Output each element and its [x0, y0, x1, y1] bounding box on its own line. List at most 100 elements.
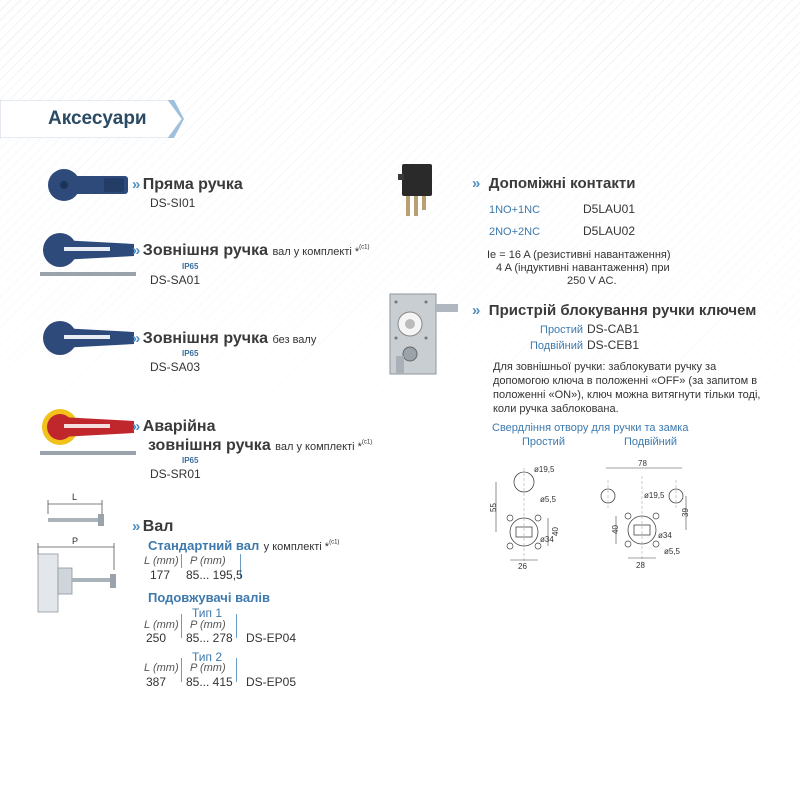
type2-code: DS-EP05	[246, 675, 297, 689]
diagram-p-label: P	[72, 536, 79, 546]
col-l-header: L (mm)	[144, 662, 179, 674]
external-handle-shaft-heading: » Зовнішня ручка вал у комплекті *(c1)	[132, 242, 370, 260]
aux-row-code: D5LAU01	[583, 202, 636, 216]
extensions-title: Подовжувачі валів	[148, 590, 270, 605]
external-handle-shaft-image	[40, 233, 136, 276]
lock-row-code: DS-CAB1	[587, 322, 640, 336]
chevron-right-icon: »	[132, 330, 140, 347]
emergency-handle-heading: » Аварійна	[132, 418, 216, 436]
col-p-header: P (mm)	[190, 662, 226, 674]
chevron-right-icon: »	[132, 176, 140, 193]
drill-title: Свердління отвору для ручки та замка	[492, 422, 689, 434]
type1-label: Тип 1	[192, 606, 223, 620]
aux-rating-2: 4 A (індуктивні навантаження) при	[496, 262, 670, 274]
emergency-handle-image	[40, 409, 136, 455]
standard-shaft-sup: (c1)	[329, 539, 340, 546]
emergency-handle-note: вал у комплекті *	[275, 441, 362, 453]
lock-desc-4: коли ручка заблокована.	[493, 403, 619, 415]
type1-p-value: 85... 278	[186, 631, 233, 645]
aux-heading: » Допоміжні контакти	[472, 175, 635, 193]
divider	[236, 658, 237, 682]
dim-40: 40	[551, 527, 560, 536]
page-title: Аксесуари	[48, 108, 147, 129]
external-handle-shaft-note: вал у комплекті *	[272, 246, 360, 258]
chevron-right-icon: »	[132, 518, 140, 535]
emergency-handle-code: DS-SR01	[150, 467, 201, 481]
lock-row-label: Подвійний	[530, 340, 583, 352]
standard-shaft-title: Стандартний вал	[148, 538, 260, 553]
dim-39: 39	[681, 508, 690, 517]
standard-l-value: 177	[150, 568, 171, 582]
dim-d19: ø19,5	[644, 491, 665, 500]
drill-simple-label: Простий	[522, 436, 565, 448]
aux-row-label: 2NO+2NC	[489, 226, 541, 238]
external-handle-shaft-code: DS-SA01	[150, 273, 201, 287]
divider	[181, 554, 182, 568]
col-p-header: P (mm)	[190, 555, 226, 567]
lock-desc-3: положенні «ON»), ключ можна витягнути ті…	[493, 389, 761, 401]
col-l-header: L (mm)	[144, 555, 179, 567]
external-handle-shaft-sup: (c1)	[359, 244, 370, 251]
emergency-handle-title-1: Аварійна	[142, 418, 216, 435]
shaft-diagram	[37, 500, 116, 613]
lock-device-image	[389, 293, 458, 375]
chevron-right-icon: »	[472, 175, 480, 192]
shaft-title: Вал	[142, 518, 174, 535]
type1-code: DS-EP04	[246, 631, 297, 645]
external-handle-noshaft-code: DS-SA03	[150, 360, 201, 374]
divider	[240, 554, 241, 578]
standard-shaft-heading: Стандартний вал у комплекті *(c1)	[148, 537, 339, 555]
col-p-header: P (mm)	[190, 619, 226, 631]
emergency-handle-title-2: зовнішня ручка	[148, 437, 271, 454]
aux-contact-image	[398, 164, 432, 216]
straight-handle-image	[48, 169, 128, 201]
dim-d19: ø19,5	[534, 465, 555, 474]
dim-d34: ø34	[658, 531, 672, 540]
dim-28: 28	[636, 561, 645, 570]
dim-26: 26	[518, 562, 527, 571]
drill-drawing-double: 78 40 39 28 ø19,5 ø34 ø5,5	[600, 460, 690, 570]
aux-row-label: 1NO+1NC	[489, 204, 541, 216]
aux-rating-1: Ie = 16 A (резистивні навантаження)	[487, 249, 671, 261]
divider	[236, 614, 237, 638]
diagram-l-label: L	[72, 492, 78, 502]
emergency-handle-ip: IP65	[182, 456, 199, 465]
dim-d34: ø34	[540, 535, 554, 544]
chevron-right-icon: »	[132, 242, 140, 259]
col-l-header: L (mm)	[144, 619, 179, 631]
dim-55: 55	[489, 503, 498, 512]
aux-rating-3: 250 V AC.	[567, 275, 617, 287]
emergency-handle-heading-2: зовнішня ручка вал у комплекті *(c1)	[148, 437, 372, 455]
type2-label: Тип 2	[192, 650, 223, 664]
straight-handle-heading: » Пряма ручка	[132, 176, 243, 194]
divider	[181, 658, 182, 682]
dim-40: 40	[611, 525, 620, 534]
dim-d55: ø5,5	[664, 547, 681, 556]
standard-shaft-note: у комплекті *	[263, 541, 330, 553]
type2-p-value: 85... 415	[186, 675, 233, 689]
external-handle-noshaft-image	[43, 321, 134, 355]
lock-title: Пристрій блокування ручки ключем	[488, 302, 757, 319]
external-handle-shaft-ip: IP65	[182, 262, 199, 271]
drill-drawing-simple: 55 40 26 ø19,5 ø5,5 ø34	[489, 465, 560, 571]
external-handle-noshaft-ip: IP65	[182, 349, 199, 358]
lock-row-label: Простий	[540, 324, 583, 336]
aux-title: Допоміжні контакти	[488, 175, 636, 192]
type2-l-value: 387	[146, 675, 167, 689]
title-banner	[0, 100, 184, 138]
external-handle-noshaft-note: без валу	[272, 334, 317, 346]
divider	[181, 614, 182, 638]
lock-heading: » Пристрій блокування ручки ключем	[472, 302, 756, 320]
dim-78: 78	[638, 460, 647, 468]
lock-desc-1: Для зовнішньої ручки: заблокувати ручку …	[493, 361, 717, 373]
chevron-right-icon: »	[472, 302, 480, 319]
straight-handle-title: Пряма ручка	[142, 176, 243, 193]
lock-desc-2: допомогою ключа в положенні «OFF» (за за…	[493, 375, 758, 387]
drill-double-label: Подвійний	[624, 436, 677, 448]
emergency-handle-sup: (c1)	[361, 439, 373, 446]
dim-d55: ø5,5	[540, 495, 557, 504]
external-handle-noshaft-title: Зовнішня ручка	[142, 330, 268, 347]
lock-row-code: DS-CEB1	[587, 338, 640, 352]
standard-p-value: 85... 195,5	[186, 568, 243, 582]
straight-handle-code: DS-SI01	[150, 196, 196, 210]
